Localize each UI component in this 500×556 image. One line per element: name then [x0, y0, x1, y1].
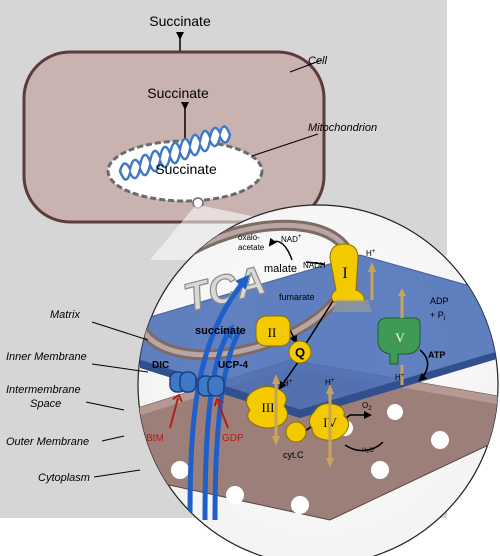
gdp-inhibition-arrow: [218, 402, 229, 429]
mitochondrion-pointer-line: [251, 133, 319, 157]
h-plus-text-4: H: [395, 373, 401, 382]
ucp4-label: UCP-4: [218, 360, 248, 371]
mitochondrion-cristae: [118, 125, 232, 181]
intermembrane-space-label-line1: Intermembrane: [6, 384, 81, 396]
complex-i: I: [329, 243, 372, 312]
cell-pointer-line: [289, 59, 323, 73]
nad-text: NAD: [281, 235, 298, 244]
q-label: Q: [295, 345, 305, 360]
h2o-text: H: [362, 448, 366, 454]
h-plus-text-3: H: [325, 378, 331, 387]
nad-label: NAD+: [281, 234, 302, 244]
proton-pump-arrows: [272, 262, 376, 468]
btm-label: BtM: [146, 433, 164, 444]
oxaloacetate-label-line2: acetate: [238, 243, 265, 252]
succinate-matrix-label: succinate: [195, 325, 246, 337]
h2o-subscript: 2: [366, 449, 369, 455]
pi-subscript: i: [444, 315, 446, 322]
cytoplasm-label: Cytoplasm: [38, 472, 90, 484]
ucp4-transporter: [197, 375, 225, 397]
gdp-label: GDP: [222, 433, 244, 444]
btm-inhibition-arrow: [169, 398, 178, 429]
complex-v-label: V: [395, 330, 405, 345]
complex-v-atp-synthase: V: [377, 288, 421, 385]
complex-ii: II: [255, 315, 291, 347]
h-plus-sup-4: +: [401, 373, 405, 379]
pi-label: + Pi: [430, 310, 446, 322]
succinate-extracellular-label: Succinate: [149, 13, 211, 29]
oxaloacetate-label-line1: oxalo-: [238, 233, 260, 242]
h-plus-text-1: H: [366, 249, 372, 258]
succinate-cytosol-label: Succinate: [147, 85, 209, 101]
h2o-end: O: [369, 448, 374, 454]
complex-iii-label: III: [262, 400, 275, 415]
ubiquinone: Q: [288, 340, 312, 364]
h-plus-sup-3: +: [331, 378, 335, 384]
cytochrome-c: [285, 421, 307, 443]
fumarate-label: fumarate: [279, 292, 315, 302]
o2-label: O2: [362, 401, 372, 412]
h-plus-sup-1: +: [372, 249, 376, 255]
h-plus-complex-v-label: H+: [395, 373, 405, 382]
compartment-labels: Matrix Inner Membrane Intermembrane Spac…: [6, 309, 149, 484]
succinate-mitochondrion-label: Succinate: [155, 161, 217, 177]
h-plus-complex-iv-label: H+: [325, 378, 335, 387]
dic-label: DIC: [152, 360, 169, 371]
o2-subscript: 2: [368, 406, 372, 412]
dic-transporter: [169, 371, 197, 393]
nad-superscript: +: [298, 234, 302, 240]
inner-membrane-label: Inner Membrane: [6, 351, 87, 363]
atp-label: ATP: [428, 350, 445, 360]
o2-text: O: [362, 401, 368, 410]
h-plus-text-2: H: [283, 379, 289, 388]
h-plus-sup-2: +: [289, 379, 293, 385]
cytc-label: cyt.C: [283, 450, 304, 460]
adp-label: ADP: [430, 296, 449, 306]
complex-i-label: I: [342, 265, 347, 282]
outer-membrane-label: Outer Membrane: [6, 436, 89, 448]
nadh-label: NADH: [303, 261, 326, 270]
complex-ii-label: II: [268, 325, 277, 340]
matrix-label: Matrix: [50, 309, 80, 321]
cell-label: Cell: [308, 55, 328, 67]
mitochondrion: Succinate: [106, 125, 264, 209]
h2o-label: H2O: [362, 448, 374, 455]
pi-text: + P: [430, 310, 444, 320]
h-plus-complex-iii-label: H+: [283, 379, 293, 388]
malate-label: malate: [264, 263, 297, 275]
h-plus-complex-i-label: H+: [366, 249, 376, 258]
complex-iii: III: [246, 386, 288, 429]
intermembrane-space-label-line2: Space: [30, 398, 61, 410]
mitochondrion-label: Mitochondrion: [308, 122, 377, 134]
